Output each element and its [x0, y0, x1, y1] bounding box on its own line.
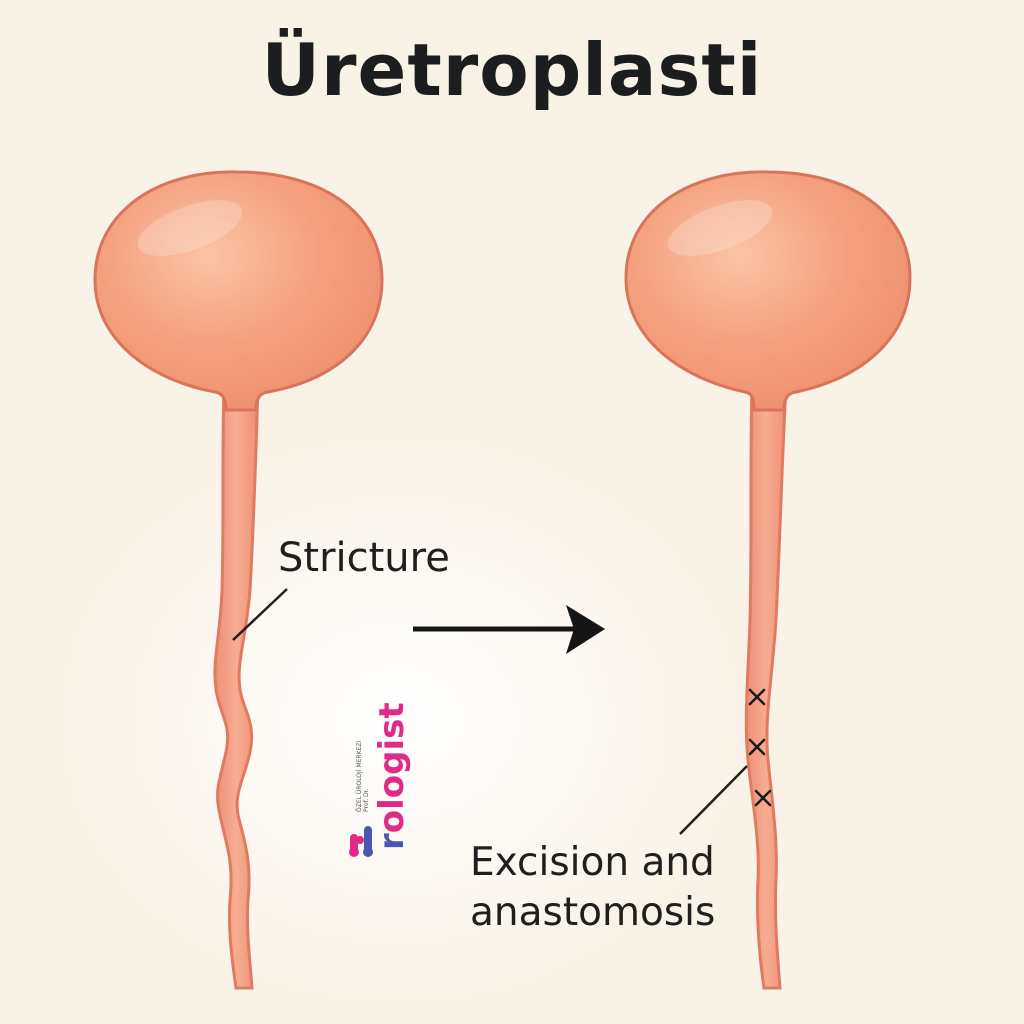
x-mark-icon [748, 738, 766, 756]
left-bladder-with-stricture [93, 170, 384, 990]
right-urethra [744, 383, 788, 990]
logo-mark-icon [349, 826, 373, 857]
logo-wordmark: rologist [372, 702, 412, 850]
left-bladder-highlight [137, 200, 243, 256]
logo-wordmark-prefix: r [372, 833, 412, 850]
right-bladder-highlight [667, 200, 773, 256]
right-arrow-icon [413, 605, 605, 654]
x-mark-icon [748, 688, 766, 706]
excision-label: Excision and anastomosis [470, 838, 715, 938]
stricture-leader-line [232, 588, 288, 641]
left-urethra [213, 383, 260, 990]
x-mark-icon [754, 789, 772, 807]
logo-subtitle-line-1: ÖZEL ÜROLOJİ MERKEZİ [356, 740, 363, 812]
right-bladder [624, 170, 912, 412]
left-bladder [93, 170, 384, 412]
logo-subtitle-line-2: Prof. Dr. [363, 788, 370, 812]
page-title: Üretroplasti [261, 28, 763, 112]
excision-label-line-2: anastomosis [470, 890, 716, 935]
excision-leader-line [679, 765, 748, 835]
stricture-label: Stricture [278, 535, 450, 581]
excision-label-line-1: Excision and [470, 840, 715, 885]
right-bladder-repaired [624, 170, 912, 990]
logo-wordmark-rest: ologist [372, 702, 412, 834]
